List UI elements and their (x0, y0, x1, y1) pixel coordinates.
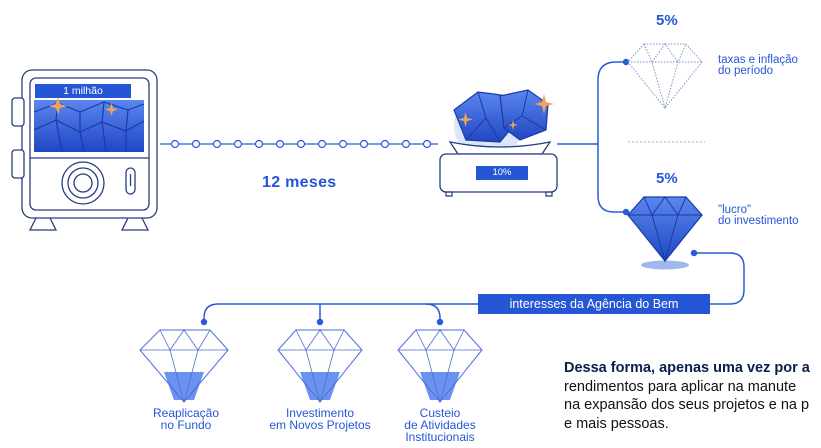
destination-2-line2: em Novos Projetos (269, 418, 371, 432)
paragraph-bold: Dessa forma, apenas uma vez por a (564, 360, 810, 376)
banner-connector (200, 249, 745, 326)
top-percent: 5% (656, 12, 678, 29)
destination-diamond-1 (139, 329, 229, 404)
paragraph-line4: e mais pessoas. (564, 415, 669, 432)
bottom-percent: 5% (656, 170, 678, 187)
destination-1-line1: Reaplicação (152, 406, 220, 420)
bottom-label-line2: do investimento (718, 215, 799, 227)
destination-3-line3: Institucionais (405, 430, 475, 444)
destination-3-line1: Custeio (419, 406, 461, 420)
bottom-label-line1: "lucro" (718, 204, 752, 216)
paragraph-line2: rendimentos para aplicar na manute (564, 378, 797, 395)
paragraph-line3: na expansão dos seus projetos e na p (564, 397, 810, 413)
gem-pile-icon (33, 97, 145, 153)
top-label-line1: taxas e inflação (718, 54, 798, 66)
destination-1-line2: no Fundo (160, 418, 212, 432)
diamond-outline-icon (627, 43, 703, 110)
rate-pill: 10% (476, 166, 528, 180)
destination-diamond-2 (277, 329, 363, 404)
amount-pill: 1 milhão (35, 84, 131, 98)
diamond-filled-icon (627, 196, 703, 270)
months-label: 12 meses (262, 174, 337, 191)
destination-3-line2: de Atividades (404, 418, 476, 432)
agency-banner: interesses da Agência do Bem (478, 294, 710, 314)
timeline-line (160, 139, 438, 149)
destination-diamond-3 (397, 329, 483, 404)
description-paragraph: Dessa forma, apenas uma vez por a rendim… (564, 359, 821, 433)
top-label-line2: do período (718, 65, 773, 77)
scale-icon (439, 89, 558, 197)
destination-2-line1: Investimento (285, 406, 355, 420)
branch-connector (557, 58, 705, 216)
